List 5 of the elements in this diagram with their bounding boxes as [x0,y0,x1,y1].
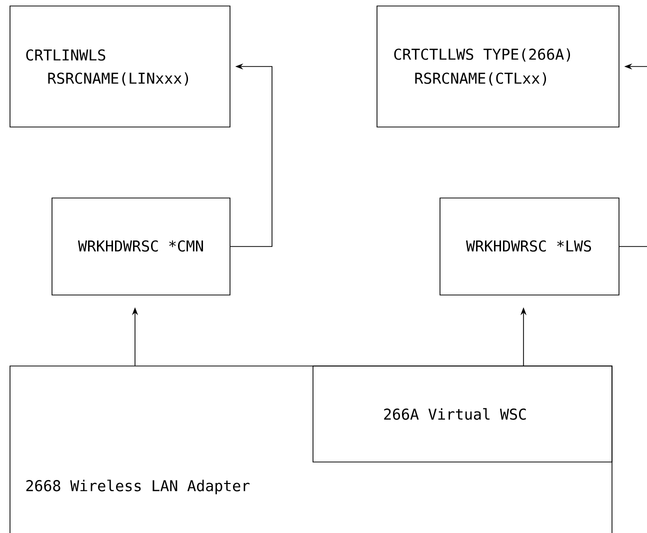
box: 266A Virtual WSC [312,366,612,462]
box: WRKHDWRSC *LWS [440,198,620,296]
box: WRKHDWRSC *CMN [52,198,230,296]
box: CRTCTLLWS TYPE(266A) RSRCNAME(CTLxx) [376,6,620,128]
box: CRTLINWLS RSRCNAME(LINxxx) [10,6,230,128]
